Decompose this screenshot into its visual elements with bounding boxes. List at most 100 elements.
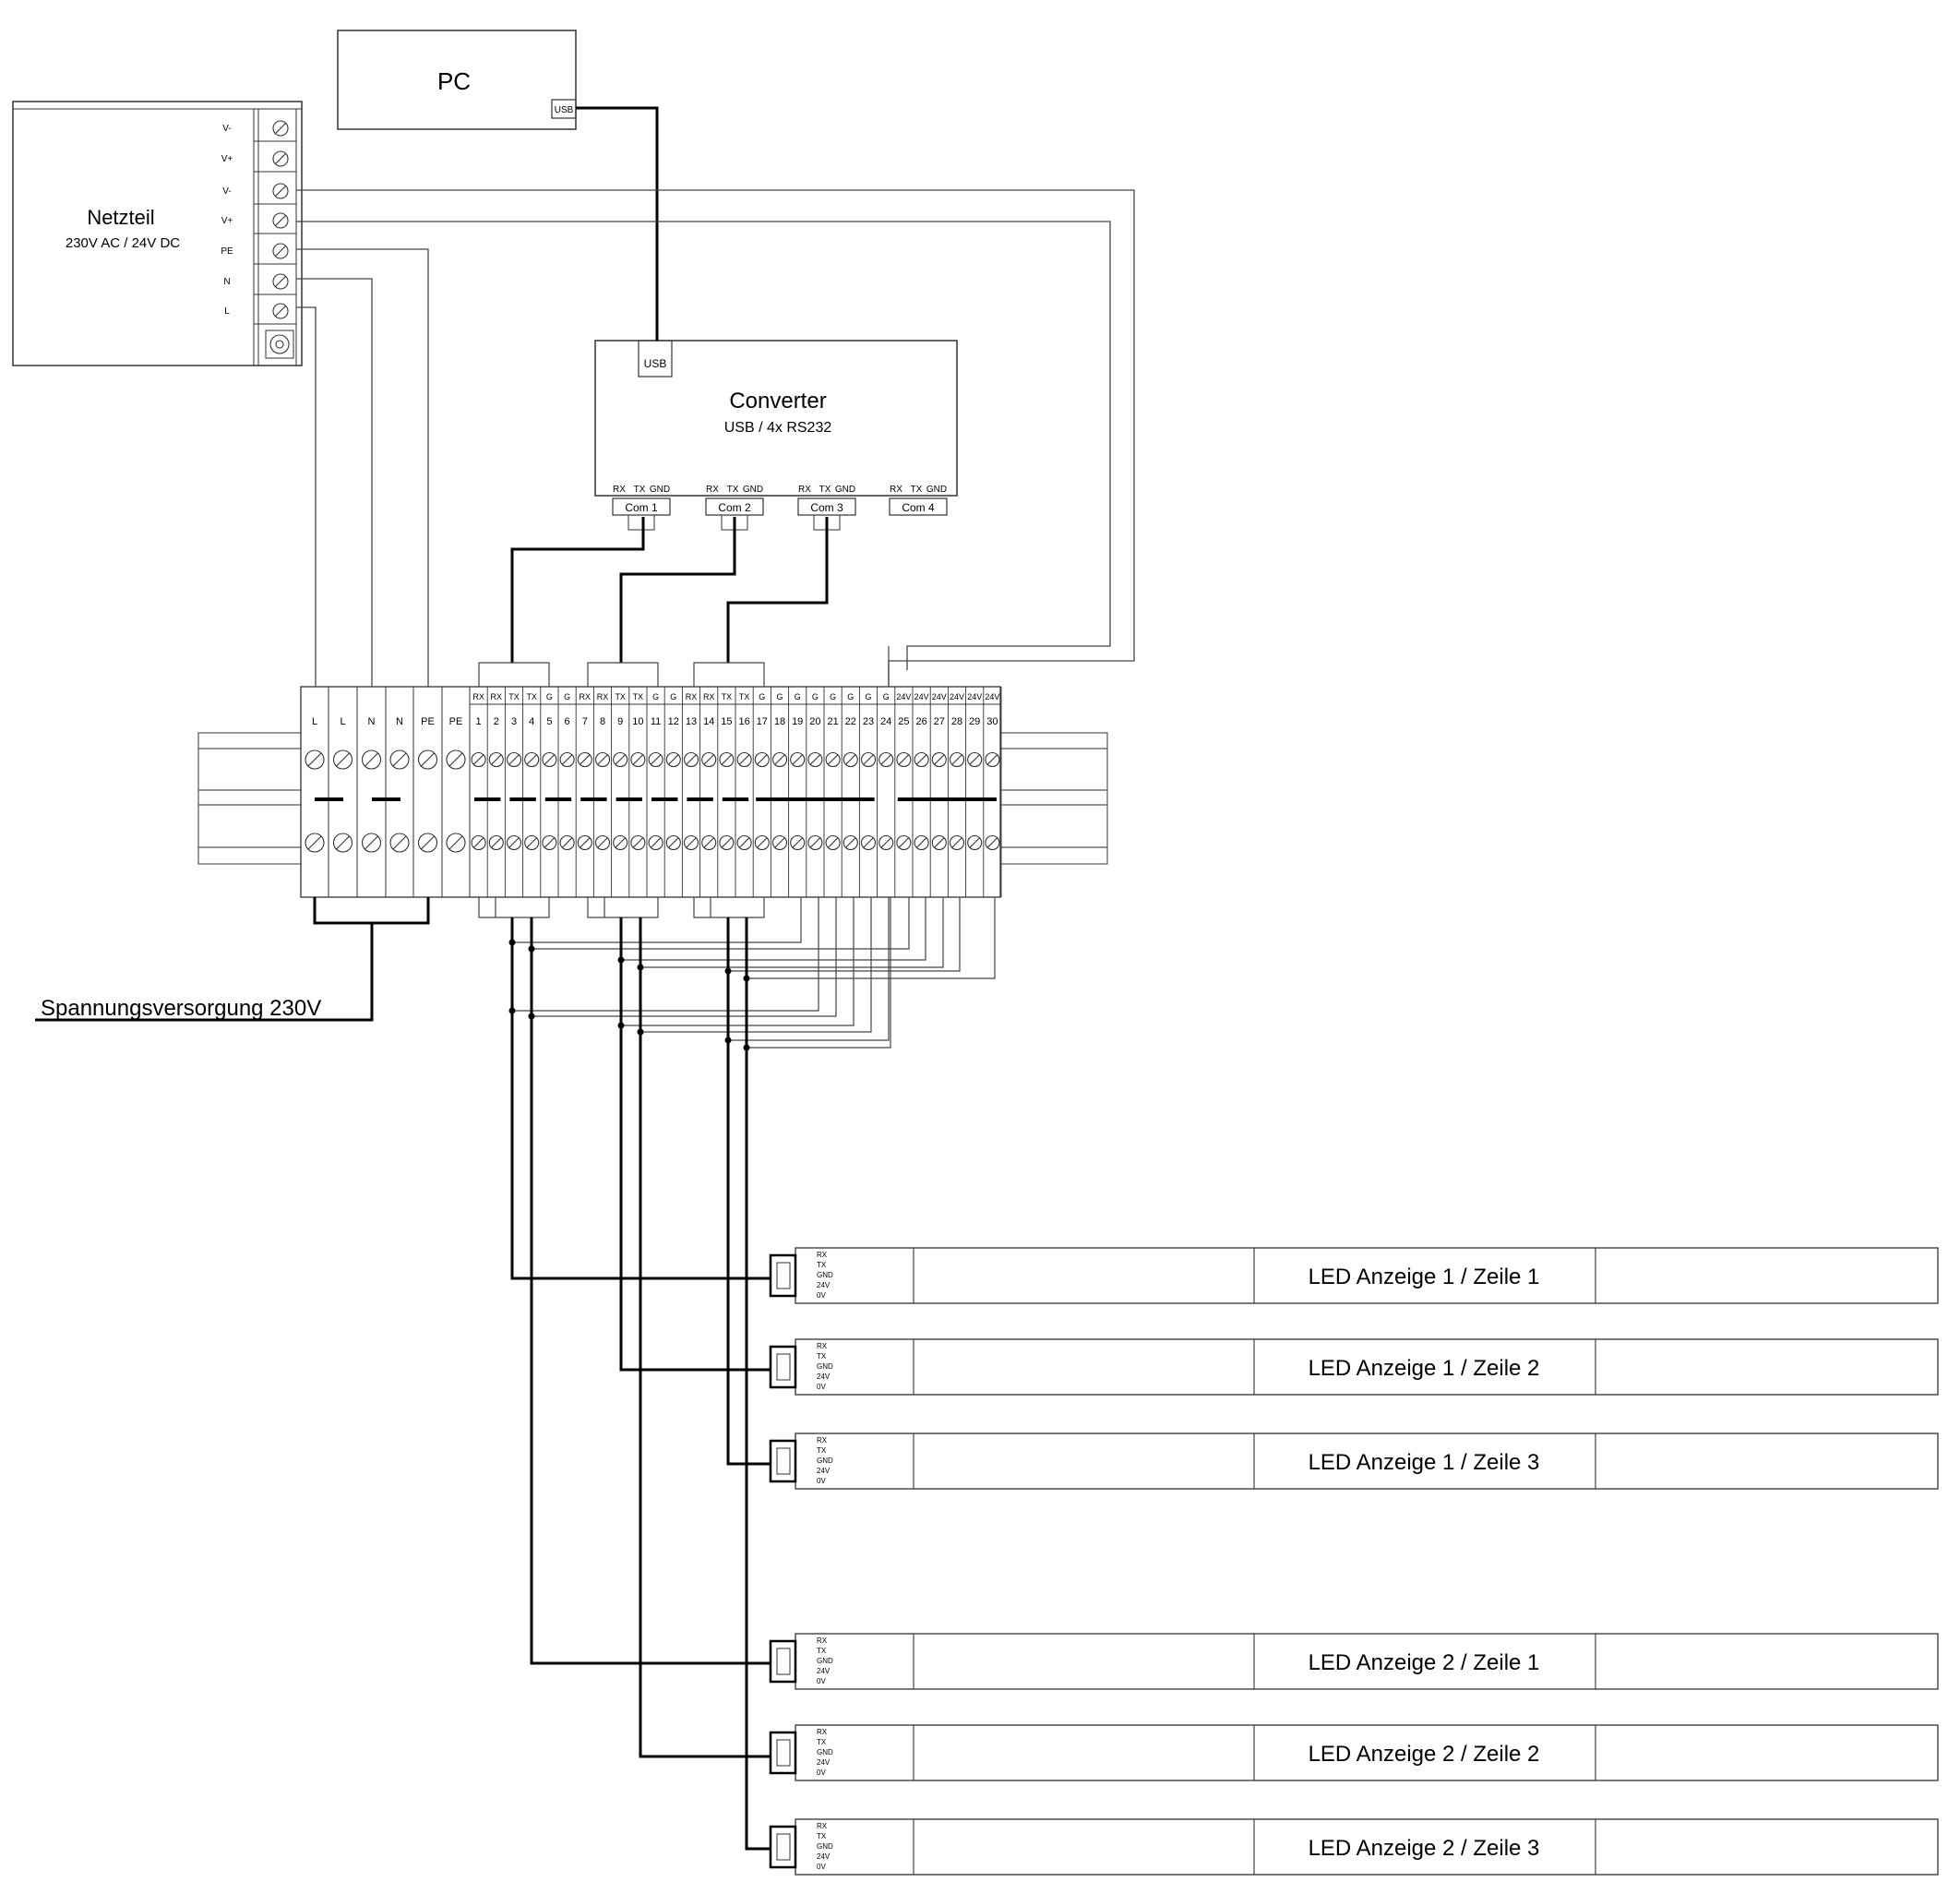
screw-icon	[272, 212, 289, 229]
display-pin-label: TX	[817, 1832, 827, 1840]
screw-icon	[896, 751, 912, 768]
terminal-top-label: RX	[597, 692, 609, 701]
screw-icon	[790, 834, 806, 851]
junction-dot	[724, 967, 732, 975]
converter-title: Converter	[729, 389, 826, 414]
screw-icon	[736, 751, 752, 768]
screw-icon	[807, 834, 823, 851]
screw-icon	[719, 834, 735, 851]
screw-icon	[807, 751, 823, 768]
terminal-number: 30	[986, 716, 998, 727]
screw-icon	[417, 749, 438, 770]
terminal-top-label: G	[847, 692, 854, 701]
terminal-number: 22	[845, 716, 856, 727]
wire-d2z1	[530, 917, 771, 1665]
terminal-number: 5	[546, 716, 552, 727]
terminal-number: 19	[792, 716, 803, 727]
display-pin-label: 0V	[817, 1383, 826, 1391]
com-pin-label: GND	[650, 485, 670, 495]
display-pin-label: RX	[817, 1436, 828, 1444]
converter-usb-label: USB	[644, 357, 667, 370]
screw-icon	[648, 751, 663, 768]
screw-icon	[613, 834, 628, 851]
terminal-number: 24	[880, 716, 891, 727]
display-pin-label: RX	[817, 1822, 828, 1830]
display-pin-label: 0V	[817, 1768, 826, 1777]
psu-title: Netzteil	[87, 206, 154, 229]
screw-icon	[417, 833, 438, 853]
terminal-top-label: 24V	[914, 692, 929, 701]
terminal-number: 25	[898, 716, 909, 727]
display-pin-label: 24V	[817, 1852, 831, 1861]
display-connector-icon	[769, 1825, 797, 1869]
screw-icon	[754, 751, 770, 768]
terminal-top-label: TX	[739, 692, 750, 701]
screw-icon	[506, 751, 522, 768]
terminal-number: 16	[738, 716, 749, 727]
junctions	[508, 939, 750, 1051]
screw-icon	[272, 243, 289, 259]
earth-terminal-icon	[265, 330, 294, 359]
terminal-top-label: G	[652, 692, 659, 701]
junction-dot	[724, 1037, 732, 1044]
screw-icon	[506, 834, 522, 851]
junction-dot	[528, 945, 535, 953]
screw-icon	[305, 833, 325, 853]
screw-icon	[665, 834, 681, 851]
psu-terminal-label: V-	[222, 186, 231, 197]
display-pin-label: TX	[817, 1261, 827, 1269]
power-terminal-label: L	[312, 716, 317, 727]
screw-icon	[594, 751, 611, 768]
screw-icon	[389, 833, 410, 853]
screw-icon	[389, 749, 410, 770]
power-terminal-label: PE	[449, 716, 463, 727]
terminal-number: 15	[721, 716, 732, 727]
com-port-label: Com 2	[718, 501, 751, 514]
wire-com2	[619, 517, 736, 663]
display-pin-label: 0V	[817, 1291, 826, 1300]
display-pin-label: GND	[817, 1842, 833, 1851]
terminal-number: 27	[934, 716, 945, 727]
screw-icon	[272, 150, 289, 167]
psu-terminal-label: PE	[221, 246, 233, 257]
junction-dot	[617, 1022, 625, 1029]
terminal-top-label: G	[812, 692, 819, 701]
psu-terminal-label: V-	[222, 124, 231, 134]
screw-icon	[736, 834, 752, 851]
terminal-top-label: G	[795, 692, 801, 701]
display-connector-icon	[769, 1731, 797, 1775]
screw-icon	[878, 834, 894, 851]
terminal-top-label: 24V	[967, 692, 982, 701]
display-pin-label: TX	[817, 1647, 827, 1655]
display-pin-label: GND	[817, 1657, 833, 1665]
junction-dot	[637, 1028, 644, 1036]
wire-d2z3	[745, 917, 771, 1851]
terminal-top-label: G	[830, 692, 836, 701]
screw-icon	[471, 751, 486, 768]
terminal-number: 20	[809, 716, 820, 727]
display-pin-label: 24V	[817, 1758, 831, 1767]
psu-terminal-label: V+	[221, 216, 233, 226]
display-pin-label: TX	[817, 1446, 827, 1455]
com-pin-label: GND	[743, 485, 763, 495]
screw-icon	[896, 834, 912, 851]
junction-dot	[637, 964, 644, 971]
wire-psu-vminus	[296, 189, 1135, 687]
screw-icon	[471, 834, 486, 851]
terminal-top-label: RX	[472, 692, 484, 701]
display-pin-label: 0V	[817, 1477, 826, 1485]
terminal-number: 18	[774, 716, 785, 727]
screw-icon	[272, 303, 289, 319]
terminal-number: 29	[969, 716, 980, 727]
terminal-top-label: RX	[580, 692, 592, 701]
pc-usb-label: USB	[555, 105, 574, 115]
com-port-label: Com 3	[810, 501, 843, 514]
terminal-top-label: G	[564, 692, 570, 701]
display-pin-label: GND	[817, 1748, 833, 1756]
